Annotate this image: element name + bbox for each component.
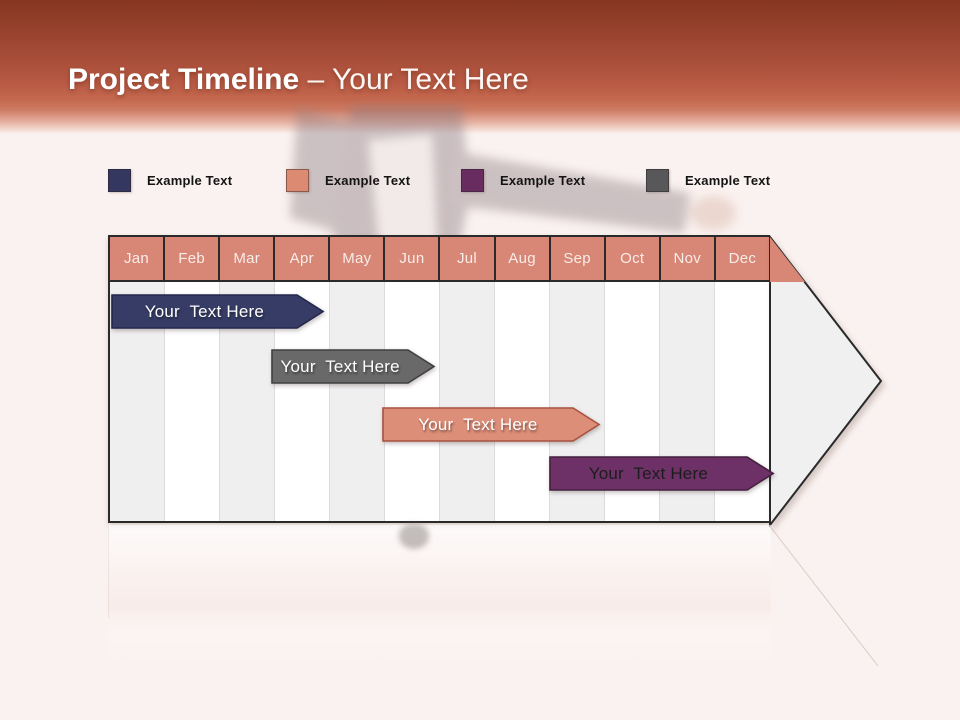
column-feb [165,282,220,521]
month-cell-mar[interactable]: Mar [220,237,276,280]
column-jan [110,282,165,521]
shoe-reflection-shadow [399,524,429,549]
month-cell-dec[interactable]: Dec [715,237,769,280]
legend-item-3[interactable]: Example Text [461,169,585,192]
legend: Example Text Example Text Example Text Exam… [0,169,960,195]
month-cell-may[interactable]: May [330,237,386,280]
legend-item-2[interactable]: Example Text [286,169,410,192]
month-cell-jun[interactable]: Jun [385,237,441,280]
month-cell-oct[interactable]: Oct [605,237,661,280]
month-cell-jan[interactable]: Jan [110,237,166,280]
month-cell-jul[interactable]: Jul [440,237,496,280]
arrowhead[interactable] [769,235,885,527]
reflection-lines [108,524,879,667]
month-cell-apr[interactable]: Apr [275,237,331,280]
column-jul [440,282,495,521]
legend-swatch [286,169,309,192]
column-mar [220,282,275,521]
figure-left-sleeve [290,108,352,232]
arrowhead-shape [769,235,883,527]
column-sep [550,282,605,521]
legend-label: Example Text [685,173,771,188]
title-separator: – [299,63,333,96]
header-band [0,0,960,134]
column-jun [385,282,440,521]
legend-label: Example Text [325,173,411,188]
arrowhead-header-fill [770,237,805,282]
legend-label: Example Text [147,173,233,188]
legend-swatch [108,169,131,192]
column-dec [715,282,769,521]
month-cell-aug[interactable]: Aug [495,237,551,280]
legend-item-4[interactable]: Example Text [646,169,770,192]
column-aug [495,282,550,521]
month-cell-feb[interactable]: Feb [165,237,221,280]
figure-hand [690,196,736,230]
column-oct [605,282,660,521]
column-stripes [110,282,769,521]
title-bold-text: Project Timeline [68,63,300,96]
figure-right-sleeve [450,152,690,233]
slide-title[interactable]: Project Timeline – Your Text Here [68,62,529,98]
legend-label: Example Text [500,173,586,188]
month-cell-nov[interactable]: Nov [660,237,716,280]
column-nov [660,282,715,521]
legend-swatch [646,169,669,192]
title-light-text: Your Text Here [332,63,529,96]
table-reflection [108,525,771,670]
column-may [330,282,385,521]
legend-swatch [461,169,484,192]
month-cell-sep[interactable]: Sep [550,237,606,280]
column-apr [275,282,330,521]
legend-item-1[interactable]: Example Text [108,169,232,192]
